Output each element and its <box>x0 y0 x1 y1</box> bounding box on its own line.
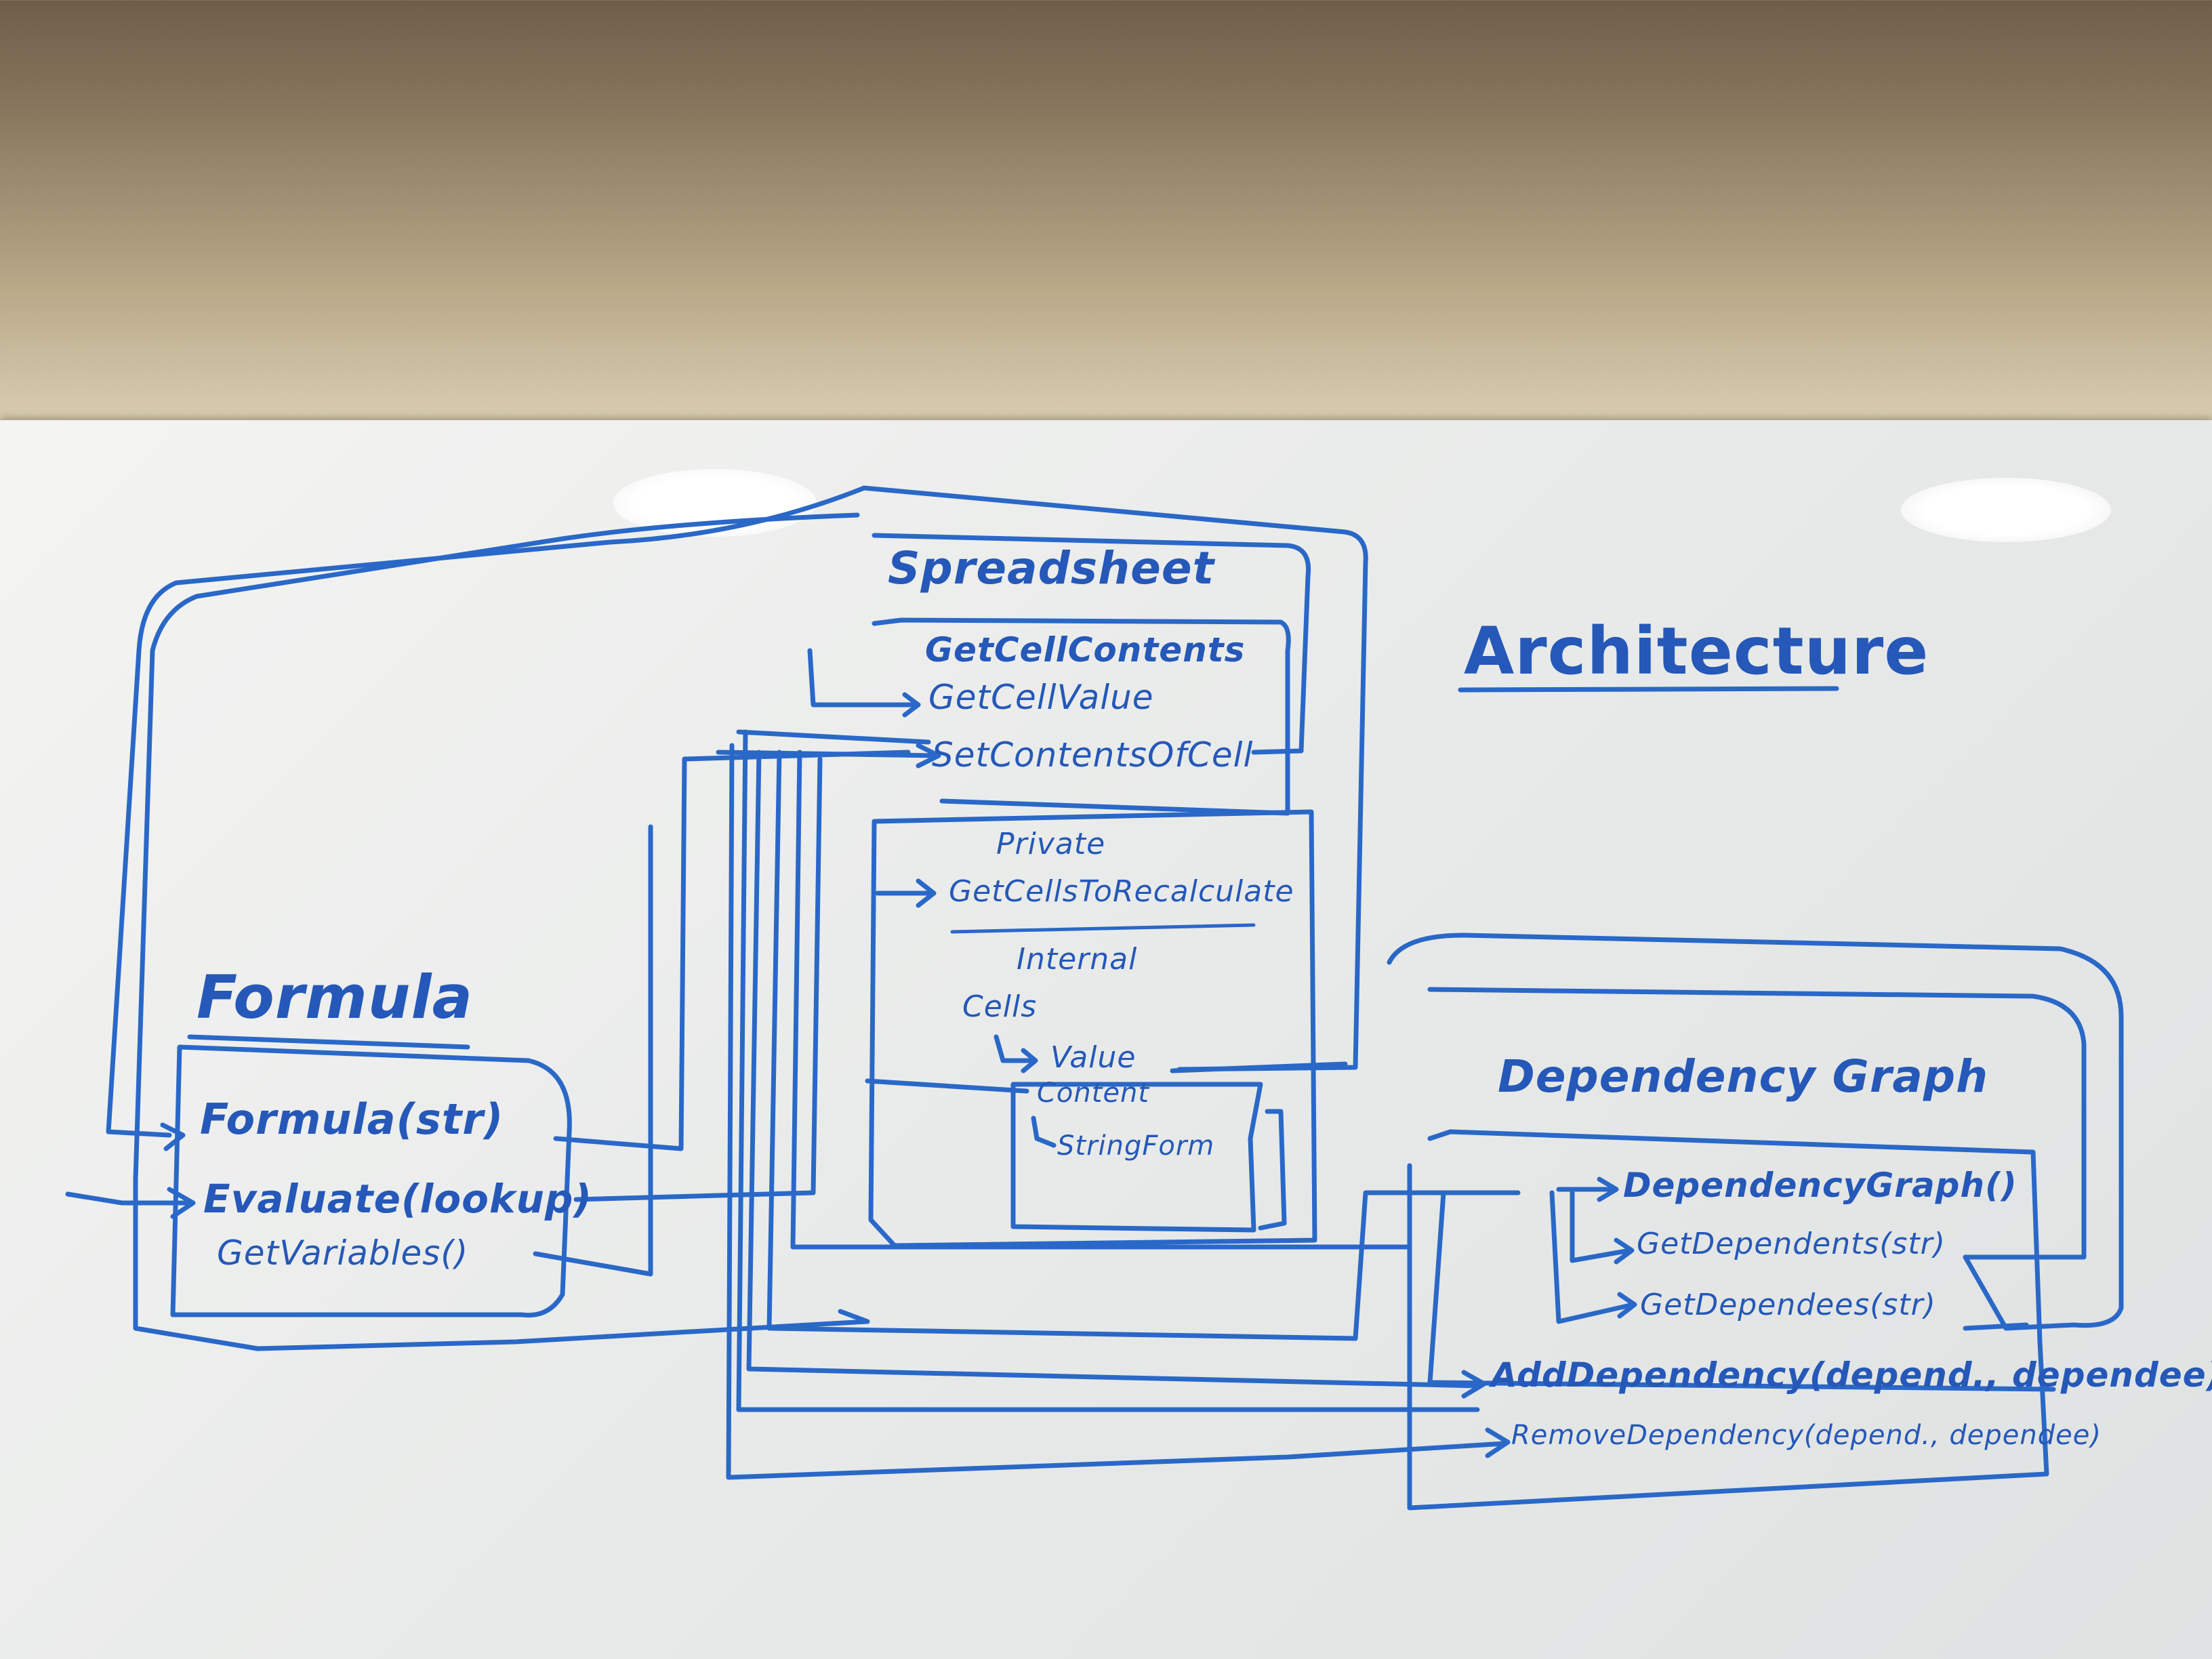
spreadsheet-title: Spreadsheet <box>888 542 1215 594</box>
formula-str-exit <box>553 750 911 1151</box>
setcontents-arrowhead <box>916 743 941 769</box>
depgraph-method-getdependees: GetDependees(str) <box>1640 1288 1936 1322</box>
depgraph-ctor-arrowhead <box>1597 1176 1619 1202</box>
getdependees-return <box>1963 1322 2029 1331</box>
getdependees-arrowhead <box>1617 1292 1637 1319</box>
getdependees-arrow <box>1549 1190 1636 1324</box>
dependency-outer-box <box>1387 933 2124 1331</box>
spreadsheet-to-depgraph-1 <box>790 750 1412 1250</box>
light-glare-left <box>613 469 817 537</box>
cell-fields-box <box>1010 1082 1263 1233</box>
dependents-return <box>1963 1254 2009 1331</box>
private-divider <box>950 923 1256 934</box>
dependency-inner-box <box>1407 1129 2049 1511</box>
spreadsheet-to-depgraph-4 <box>736 729 1480 1412</box>
formula-spreadsheet-loop <box>106 485 867 1138</box>
cell-field-stringform: StringForm <box>1057 1130 1215 1162</box>
evaluate-loop <box>133 512 870 1351</box>
formula-title: Formula <box>197 962 474 1032</box>
content-arrow <box>865 1078 1029 1094</box>
getcellvalue-arrow <box>807 648 918 708</box>
title-underline <box>1458 686 1839 693</box>
light-glare-right <box>1901 478 2111 542</box>
spreadsheet-to-depgraph-2 <box>766 750 1521 1341</box>
cells-value-arrowhead <box>1021 1048 1038 1073</box>
spreadsheet-method-getcellcontents: GetCellContents <box>925 630 1246 670</box>
getdependents-arrowhead <box>1614 1237 1635 1265</box>
value-return <box>1170 1061 1348 1073</box>
stringform-arrow <box>1031 1115 1057 1148</box>
depgraph-method-adddependency: AddDependency(depend., dependee) <box>1491 1355 2212 1395</box>
spreadsheet-method-setcontentsofcell: SetContentsOfCell <box>932 735 1254 775</box>
spreadsheet-to-depgraph-5 <box>726 743 1507 1480</box>
formula-method-getvariables: GetVariables() <box>217 1233 469 1273</box>
cells-value-arrow <box>994 1034 1036 1063</box>
internal-label: Internal <box>1017 942 1138 977</box>
private-label: Private <box>996 827 1106 861</box>
remove-dependency-arrowhead <box>1485 1427 1511 1458</box>
formula-method-constructor: Formula(str) <box>200 1094 504 1144</box>
depgraph-method-getdependents: GetDependents(str) <box>1637 1227 1946 1261</box>
spreadsheet-method-getcellvalue: GetCellValue <box>928 678 1154 717</box>
content-return-line <box>1258 1109 1287 1231</box>
depgraph-method-removedependency: RemoveDependency(depend., dependee) <box>1511 1420 2102 1451</box>
spreadsheet-outer-box <box>861 485 1368 1072</box>
page-title: Architecture <box>1464 613 1929 689</box>
dependency-graph-title: Dependency Graph <box>1498 1050 1989 1103</box>
cell-field-value: Value <box>1050 1040 1136 1075</box>
cells-label: Cells <box>962 989 1038 1024</box>
depgraph-method-constructor: DependencyGraph() <box>1623 1166 2018 1205</box>
formula-underline <box>187 1034 470 1050</box>
spreadsheet-inner-box <box>872 617 1291 816</box>
formula-box <box>170 1044 572 1318</box>
evaluate-exit <box>573 756 823 1202</box>
spreadsheet-to-depgraph-3 <box>746 750 1480 1389</box>
getvariables-exit <box>533 824 653 1277</box>
spreadsheet-method-getcellstorecalculate: GetCellsToRecalculate <box>949 874 1294 909</box>
evaluate-arrowhead <box>167 1187 196 1219</box>
dependency-box <box>1427 987 2087 1260</box>
private-internal-box <box>868 809 1317 1248</box>
getcells-recalc-arrowhead <box>916 878 937 908</box>
cell-field-content: Content <box>1037 1078 1150 1109</box>
formula-str-arrowhead <box>160 1122 186 1151</box>
setcontents-arrow-1 <box>736 729 931 745</box>
getdependents-arrow <box>1570 1190 1633 1263</box>
formula-method-evaluate: Evaluate(lookup) <box>203 1176 592 1222</box>
getcellvalue-arrowhead <box>902 692 921 718</box>
evaluate-arrow <box>65 1191 192 1206</box>
spreadsheet-mid-box <box>872 533 1311 755</box>
add-dependency-arrowhead <box>1461 1370 1487 1399</box>
whiteboard <box>0 420 2212 1659</box>
